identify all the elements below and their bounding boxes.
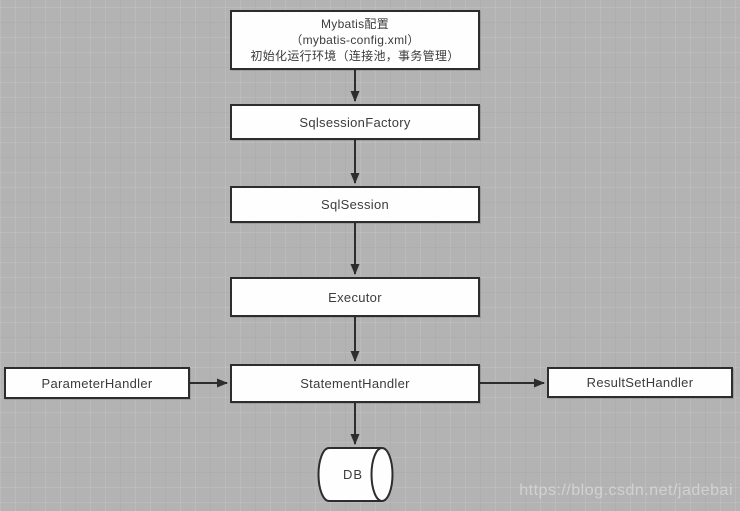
node-sqlsessionfactory-label: SqlsessionFactory bbox=[299, 114, 411, 130]
node-executor-label: Executor bbox=[328, 289, 382, 305]
node-parameterhandler-label: ParameterHandler bbox=[41, 375, 153, 391]
node-executor: Executor bbox=[230, 277, 480, 317]
node-mybatis-config-line3: 初始化运行环境（连接池，事务管理） bbox=[250, 49, 460, 63]
node-statementhandler-label: StatementHandler bbox=[300, 376, 410, 391]
node-resultsethandler-label: ResultSetHandler bbox=[586, 375, 694, 390]
node-sqlsessionfactory: SqlsessionFactory bbox=[230, 104, 480, 140]
db-cylinder-shape bbox=[317, 447, 394, 502]
node-sqlsession-label: SqlSession bbox=[320, 197, 390, 212]
node-resultsethandler: ResultSetHandler bbox=[547, 367, 733, 398]
watermark-text: https://blog.csdn.net/jadebai bbox=[519, 482, 733, 499]
node-mybatis-config-line2: （mybatis-config.xml） bbox=[290, 33, 420, 47]
node-mybatis-config: Mybatis配置 （mybatis-config.xml） 初始化运行环境（连… bbox=[230, 10, 480, 70]
node-statementhandler: StatementHandler bbox=[230, 364, 480, 403]
node-parameterhandler: ParameterHandler bbox=[4, 367, 190, 399]
node-sqlsession: SqlSession bbox=[230, 186, 480, 223]
node-db-label: DB bbox=[342, 467, 364, 482]
node-mybatis-config-line1: Mybatis配置 bbox=[320, 17, 390, 31]
